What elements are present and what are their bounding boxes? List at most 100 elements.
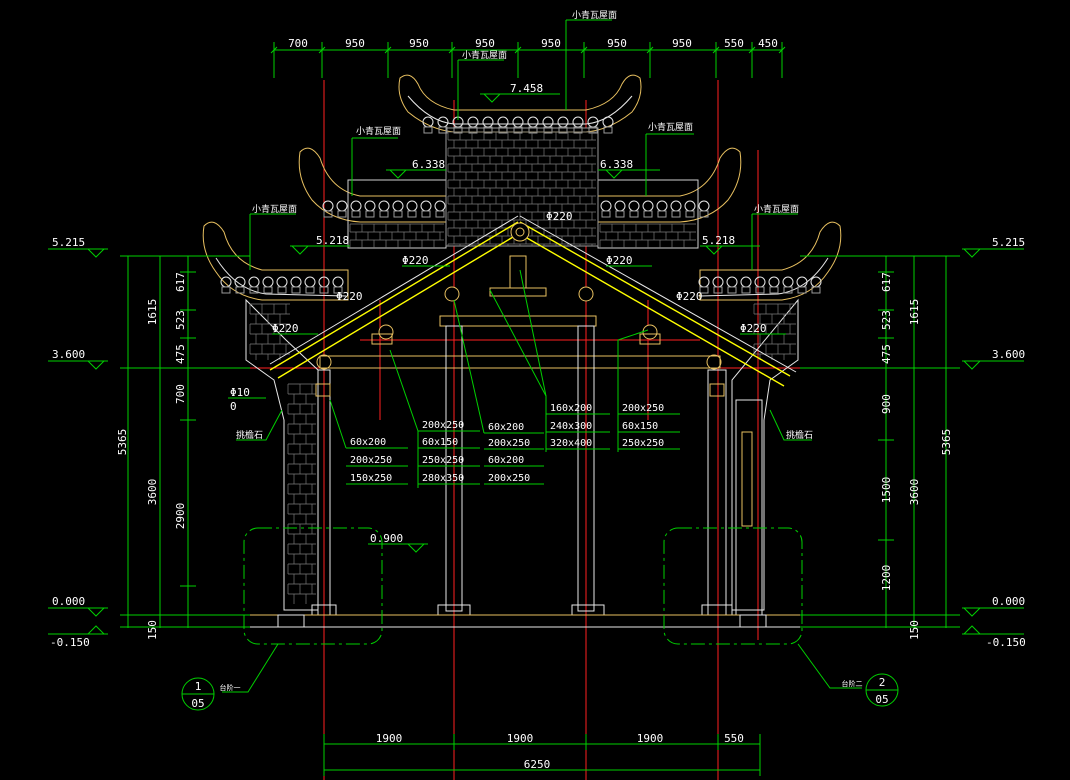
phi-small-zero: 0 <box>230 400 237 413</box>
top-dim-7: 550 <box>724 37 744 50</box>
bottom-dim-3: 550 <box>724 732 744 745</box>
elev-left-m0150: -0.150 <box>50 636 90 649</box>
top-dim-6: 950 <box>672 37 692 50</box>
top-dim-3: 950 <box>475 37 495 50</box>
bottom-dim-2: 1900 <box>637 732 664 745</box>
right-vdim-617: 617 <box>880 272 893 292</box>
mem-mid3-0: 160x200 <box>550 403 592 414</box>
left-vdim-1615: 1615 <box>146 299 159 326</box>
left-vdim-150: 150 <box>146 620 159 640</box>
tiao-stone-right: 挑檐石 <box>786 429 813 441</box>
top-dim-1: 950 <box>345 37 365 50</box>
top-dim-4: 950 <box>541 37 561 50</box>
roof-label-top: 小青瓦屋面 <box>572 9 617 21</box>
left-vdim-523: 523 <box>174 310 187 330</box>
mem-mid2-2: 60x200 <box>488 455 524 466</box>
mem-left-2: 150x250 <box>350 473 392 484</box>
right-vdim-475: 475 <box>880 344 893 364</box>
phi-l2: Φ220 <box>336 290 363 303</box>
left-vertical-dims: 1615 617 523 475 700 3600 2900 5365 150 <box>116 255 250 640</box>
top-dim-8: 450 <box>758 37 778 50</box>
roof-label-mid-right: 小青瓦屋面 <box>648 121 693 133</box>
elevation-markers: 5.215 3.600 0.000 -0.150 5.215 3.600 0.0… <box>48 82 1026 649</box>
mem-mid3-1: 240x300 <box>550 421 592 432</box>
bottom-dim-0: 1900 <box>376 732 403 745</box>
elev-7458: 7.458 <box>510 82 543 95</box>
phi-r3: Φ220 <box>740 322 767 335</box>
mem-mid1-3: 280x350 <box>422 473 464 484</box>
detail-bubble-2: 2 05 台阶二 <box>842 673 899 707</box>
left-vdim-475: 475 <box>174 344 187 364</box>
detail-1-number: 1 <box>195 680 202 693</box>
purlin-labels: Φ220 Φ220 Φ220 Φ220 Φ220 Φ220 Φ220 Φ10 0… <box>228 210 813 441</box>
phi-small: Φ10 <box>230 386 250 399</box>
elev-5218-left: 5.218 <box>316 234 349 247</box>
bottom-dim-total: 6250 <box>524 758 551 771</box>
mem-mid1-0: 200x250 <box>422 420 464 431</box>
elev-0900: 0.900 <box>370 532 403 545</box>
mem-mid1-1: 60x150 <box>422 437 458 448</box>
roof-labels: 小青瓦屋面 小青瓦屋面 小青瓦屋面 小青瓦屋面 小青瓦屋面 小青瓦屋面 <box>249 9 799 270</box>
elev-5218-right: 5.218 <box>702 234 735 247</box>
elev-left-0000: 0.000 <box>52 595 85 608</box>
bottom-dim-1: 1900 <box>507 732 534 745</box>
right-vdim-1615: 1615 <box>908 299 921 326</box>
detail-2-label: 台阶二 <box>842 679 863 688</box>
elev-right-3600: 3.600 <box>992 348 1025 361</box>
left-vdim-617: 617 <box>174 272 187 292</box>
detail-1-label: 台阶一 <box>220 683 241 692</box>
phi-top: Φ220 <box>546 210 573 223</box>
phi-r2: Φ220 <box>676 290 703 303</box>
elev-6338-left: 6.338 <box>412 158 445 171</box>
bottom-dimension-chain: 1900 1900 1900 550 6250 <box>323 732 761 776</box>
right-vertical-dims: 617 523 1615 475 900 1500 3600 5365 1200… <box>800 255 960 640</box>
mem-right-2: 250x250 <box>622 438 664 449</box>
right-vdim-5365: 5365 <box>940 429 953 456</box>
left-vdim-5365: 5365 <box>116 429 129 456</box>
detail-2-number: 2 <box>879 676 886 689</box>
right-vdim-150: 150 <box>908 620 921 640</box>
roof-label-mid-left: 小青瓦屋面 <box>356 125 401 137</box>
top-dim-2: 950 <box>409 37 429 50</box>
detail-1-sheet: 05 <box>191 697 204 710</box>
left-vdim-2900: 2900 <box>174 503 187 530</box>
top-dimension-chain: 700 950 950 950 950 950 950 550 450 <box>270 37 786 78</box>
mem-left-1: 200x250 <box>350 455 392 466</box>
tiao-stone-left: 挑檐石 <box>236 429 263 441</box>
elev-right-m0150: -0.150 <box>986 636 1026 649</box>
right-vdim-900: 900 <box>880 394 893 414</box>
mem-mid1-2: 250x250 <box>422 455 464 466</box>
top-dim-5: 950 <box>607 37 627 50</box>
right-vdim-1200: 1200 <box>880 565 893 592</box>
phi-l3: Φ220 <box>272 322 299 335</box>
mem-mid3-2: 320x400 <box>550 438 592 449</box>
right-vdim-1500: 1500 <box>880 477 893 504</box>
step-detail-outlines <box>222 527 862 693</box>
mem-left-0: 60x200 <box>350 437 386 448</box>
roof-label-low-right: 小青瓦屋面 <box>754 203 799 215</box>
mem-mid2-1: 200x250 <box>488 438 530 449</box>
roof-label-top2: 小青瓦屋面 <box>462 49 507 61</box>
phi-r1: Φ220 <box>606 254 633 267</box>
top-dim-0: 700 <box>288 37 308 50</box>
left-vdim-3600: 3600 <box>146 479 159 506</box>
mem-right-0: 200x250 <box>622 403 664 414</box>
phi-l1: Φ220 <box>402 254 429 267</box>
member-sizes: 60x200 200x250 150x250 200x250 60x150 25… <box>329 340 680 488</box>
elev-left-5215: 5.215 <box>52 236 85 249</box>
detail-bubble-1: 1 05 台阶一 <box>181 677 241 711</box>
elev-left-3600: 3.600 <box>52 348 85 361</box>
mem-right-1: 60x150 <box>622 421 658 432</box>
detail-2-sheet: 05 <box>875 693 888 706</box>
mem-mid2-3: 200x250 <box>488 473 530 484</box>
right-vdim-523: 523 <box>880 310 893 330</box>
left-vdim-700: 700 <box>174 384 187 404</box>
elev-right-5215: 5.215 <box>992 236 1025 249</box>
roof-label-low-left: 小青瓦屋面 <box>252 203 297 215</box>
roof-low-tier <box>202 221 842 301</box>
timber-frame <box>150 255 920 628</box>
member-leaders <box>389 269 649 434</box>
mem-mid2-0: 60x200 <box>488 422 524 433</box>
elev-right-0000: 0.000 <box>992 595 1025 608</box>
